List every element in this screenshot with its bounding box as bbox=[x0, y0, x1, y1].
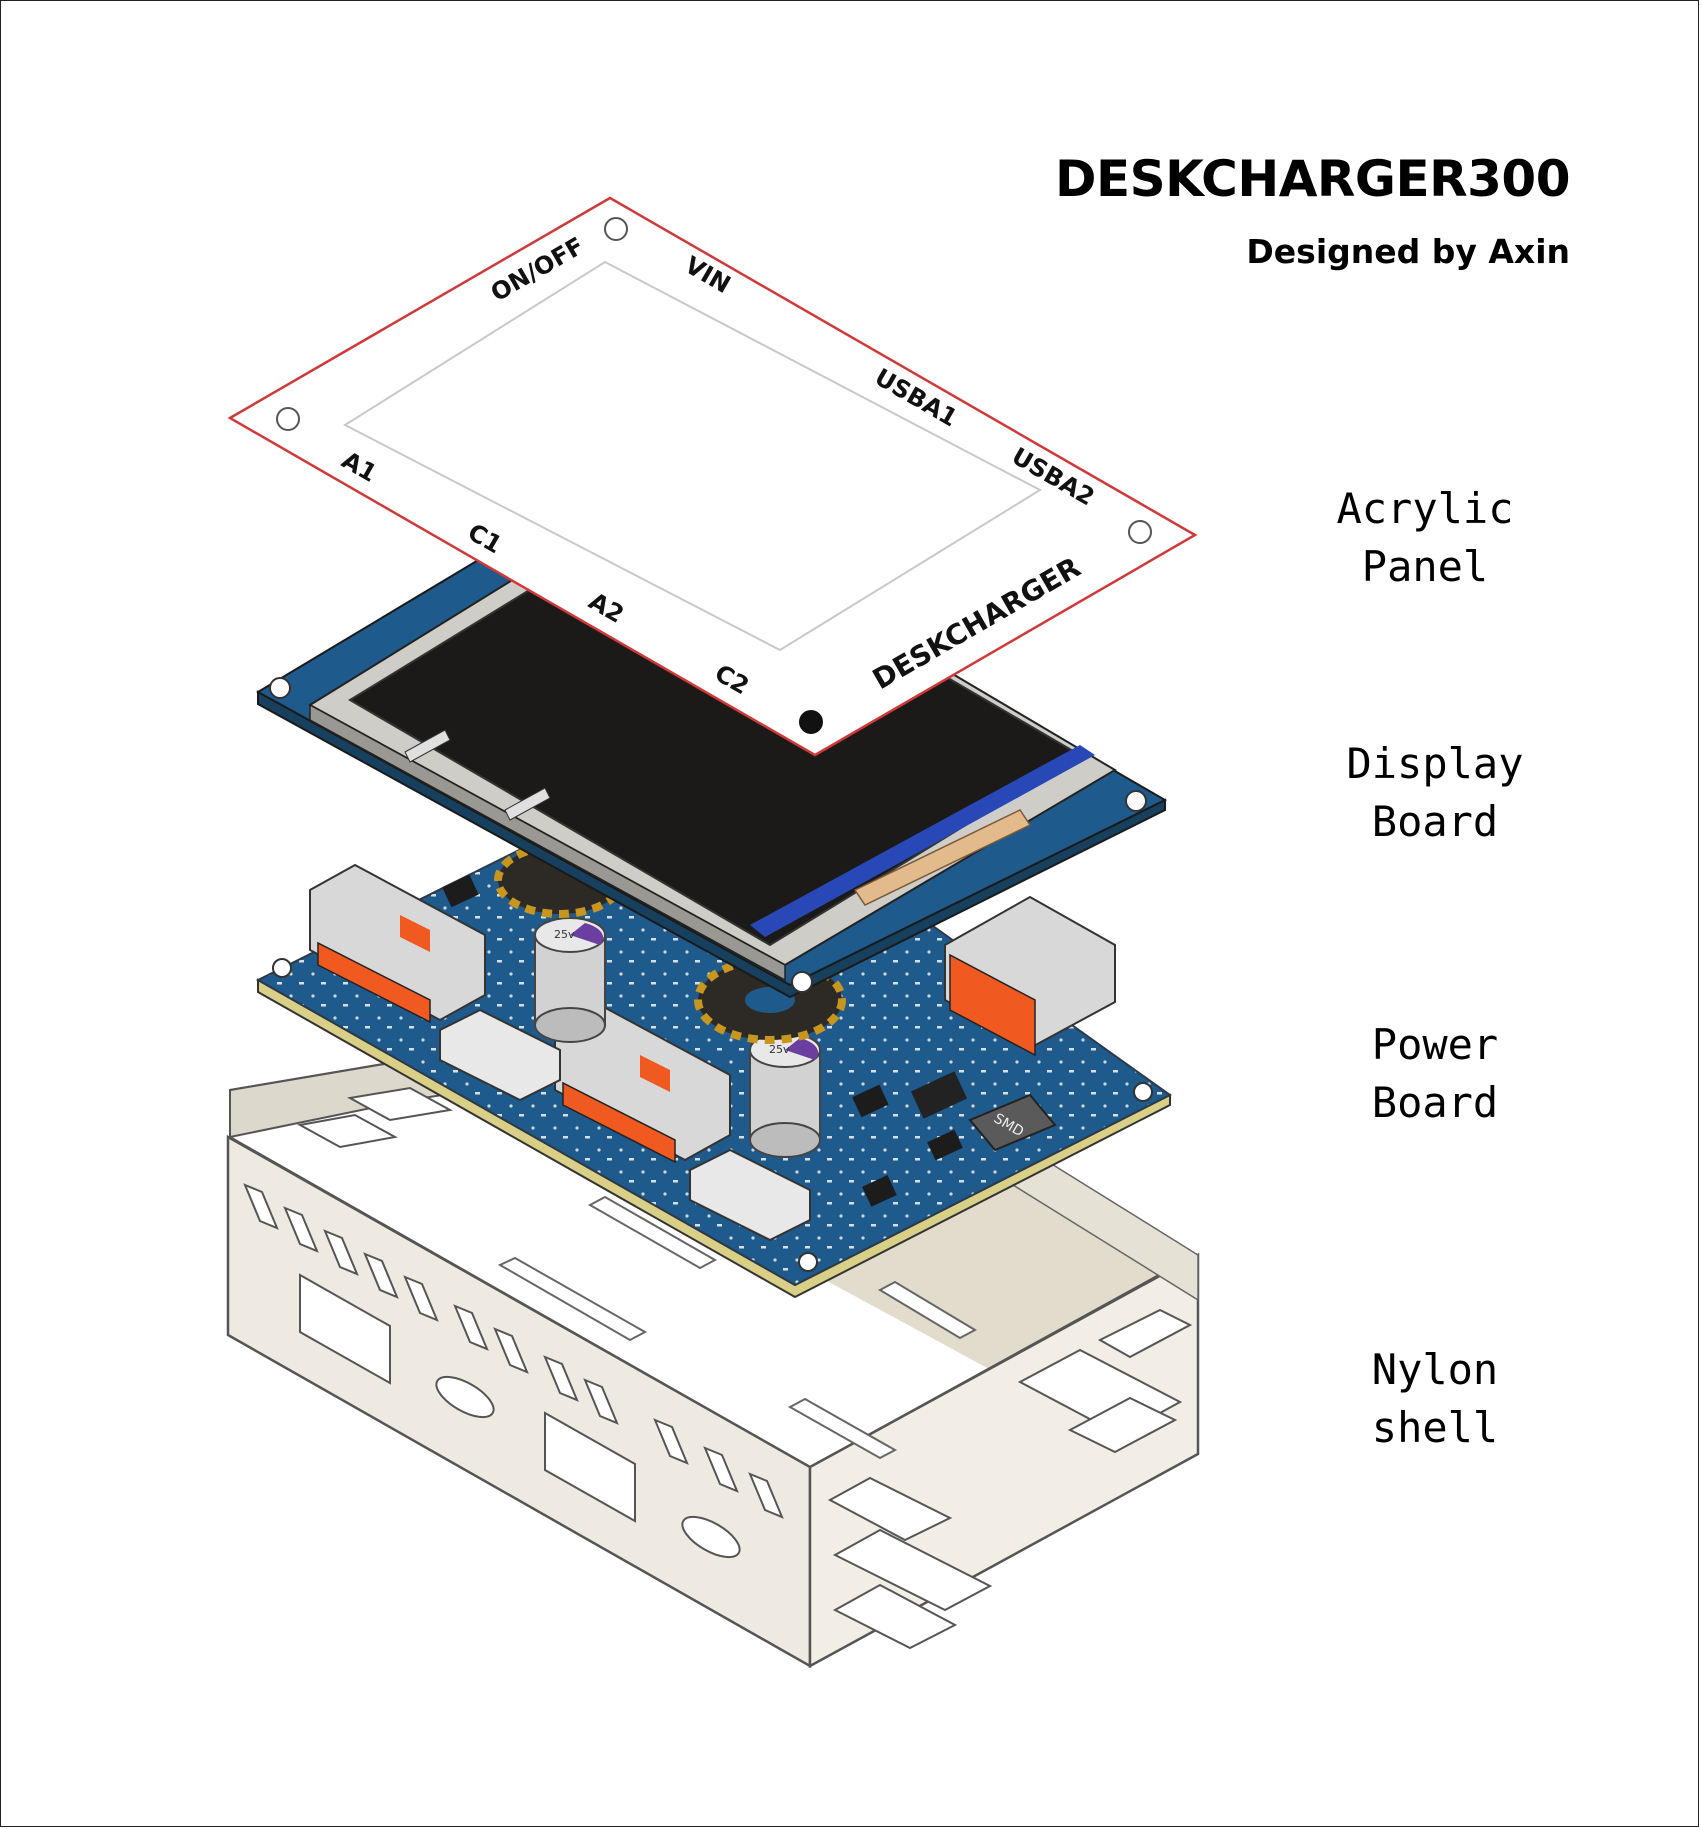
label-power-board: Power Board bbox=[1371, 1020, 1499, 1127]
usb-a-port bbox=[944, 895, 1116, 1057]
shell-slot bbox=[587, 1195, 718, 1270]
panel-hole bbox=[604, 217, 628, 241]
panel-window bbox=[342, 260, 1043, 652]
display-board bbox=[255, 478, 1168, 999]
shell-usb-a-cutout bbox=[299, 1273, 391, 1385]
ic-chip bbox=[852, 1084, 889, 1118]
shell-usb-c-cutout bbox=[681, 1515, 741, 1559]
shell-slot bbox=[297, 1113, 398, 1149]
lcd-blue-strip bbox=[750, 745, 1095, 937]
usb-c-port bbox=[439, 1008, 561, 1102]
lcd-flex-cable bbox=[853, 809, 1032, 906]
shell-vent-row-left bbox=[243, 1183, 784, 1519]
shell-vent-row-right bbox=[827, 1308, 1193, 1650]
shell-usb-a-cutout bbox=[544, 1411, 636, 1523]
shell-usb-c-cutout bbox=[435, 1375, 495, 1419]
mount-hole bbox=[798, 1252, 818, 1272]
electrolytic-capacitor: 25v bbox=[534, 917, 606, 1043]
ic-chip bbox=[927, 1129, 963, 1161]
mount-hole bbox=[269, 677, 291, 699]
mount-hole bbox=[1125, 790, 1147, 812]
mount-hole bbox=[272, 958, 292, 978]
label-acrylic-panel: Acrylic Panel bbox=[1336, 484, 1514, 591]
lcd-connector bbox=[504, 787, 551, 821]
usb-a-port bbox=[554, 1003, 731, 1164]
panel-hole bbox=[1128, 520, 1152, 544]
mount-hole bbox=[791, 971, 813, 993]
electrolytic-capacitor: 25v bbox=[749, 1032, 821, 1158]
label-display-board: Display Board bbox=[1346, 739, 1524, 846]
ic-chip bbox=[862, 1175, 897, 1207]
lcd-frame-side bbox=[309, 703, 786, 982]
power-board: 25v 25v SMD bbox=[255, 758, 1172, 1299]
mount-hole bbox=[1133, 1082, 1153, 1102]
panel-led-dot bbox=[799, 710, 823, 734]
usb-c-port bbox=[689, 1148, 811, 1242]
cap-marking: 25v bbox=[769, 1043, 790, 1056]
shell-slot bbox=[346, 1086, 454, 1122]
panel-hole bbox=[276, 407, 300, 431]
shell-slot bbox=[787, 1397, 898, 1460]
lcd-connector bbox=[404, 729, 451, 763]
designer-credit: Designed by Axin bbox=[1246, 232, 1570, 271]
smd-inductor: SMD bbox=[968, 1093, 1057, 1152]
ic-chip bbox=[910, 1071, 968, 1119]
product-title: DESKCHARGER300 bbox=[1055, 150, 1570, 208]
shell-slot bbox=[497, 1256, 648, 1342]
usb-a-port bbox=[309, 863, 486, 1024]
cap-marking: 25v bbox=[554, 928, 575, 941]
ic-chip bbox=[442, 874, 479, 908]
label-nylon-shell: Nylon shell bbox=[1371, 1345, 1499, 1452]
shell-slot bbox=[877, 1280, 978, 1340]
